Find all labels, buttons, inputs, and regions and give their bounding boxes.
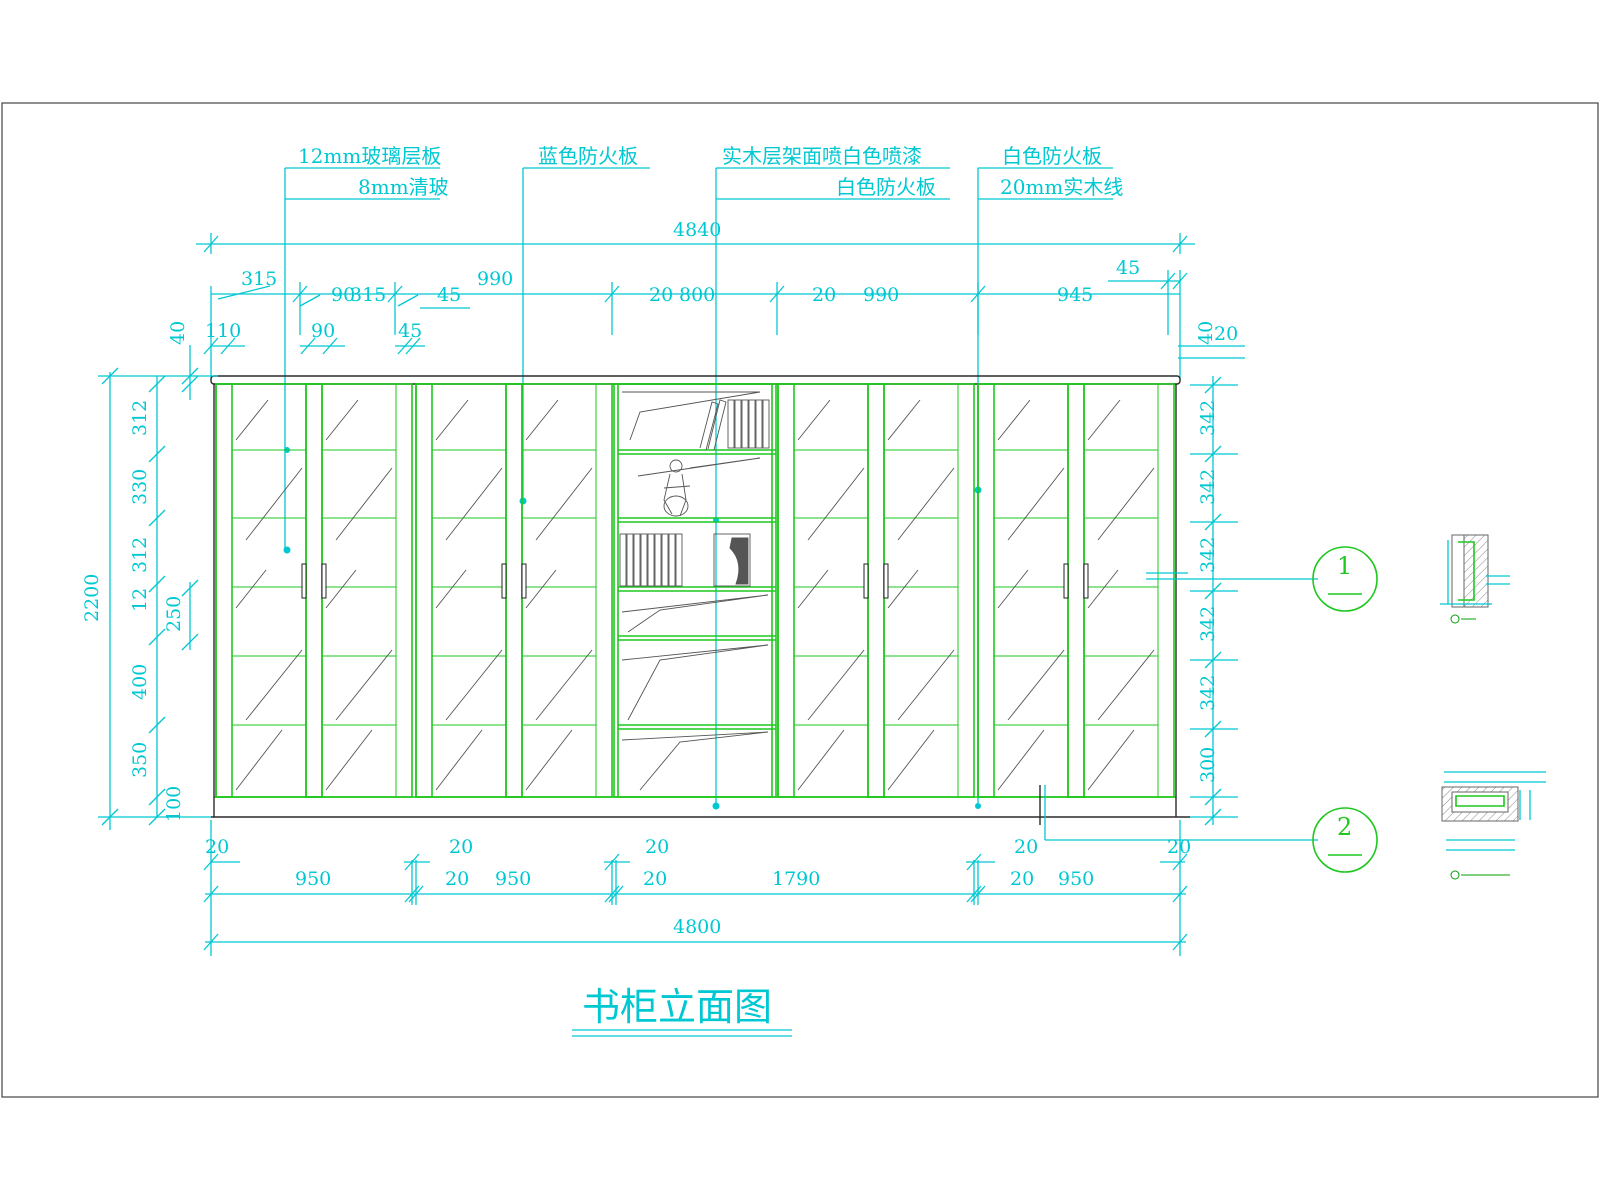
dim-90-b: 90 [311, 320, 335, 342]
dim-overall-width-bottom: 4800 [673, 916, 721, 938]
dim-bottom-950-a: 950 [295, 868, 331, 890]
callout-blue-board: 蓝色防火板 [538, 144, 638, 168]
glass-door-4-1 [993, 383, 1069, 798]
callout-wood-trim: 20mm实木线 [1000, 175, 1123, 199]
dim-right-342-b: 342 [1197, 469, 1219, 505]
door-handle [521, 563, 527, 599]
dim-990-b: 990 [863, 284, 899, 306]
dim-bottom-20-c: 20 [645, 836, 669, 858]
cabinet-units [215, 383, 1175, 798]
dim-left-250: 250 [163, 596, 185, 632]
dim-45-a: 45 [437, 284, 461, 306]
door-handle [321, 563, 327, 599]
dim-40-left: 40 [167, 321, 189, 345]
glass-door-1-1 [231, 383, 307, 798]
glass-door-2-1 [431, 383, 507, 798]
detail-section-1 [1440, 534, 1510, 624]
dim-left-350: 350 [129, 742, 151, 778]
dim-bottom-20-a: 20 [205, 836, 229, 858]
dim-bottom-20-f: 20 [445, 868, 469, 890]
sheet-border [1, 102, 1599, 1098]
cabinet-unit-4 [977, 383, 1175, 798]
glass-door-3-1 [793, 383, 869, 798]
cabinet-unit-2 [415, 383, 613, 798]
dim-315-b: 315 [350, 284, 386, 306]
dim-20-right: 20 [1214, 323, 1238, 345]
dim-90-a: 90 [331, 284, 355, 306]
books-middle-shelf [619, 533, 751, 587]
cabinet-unit-1 [215, 383, 413, 798]
dim-overall-height: 2200 [81, 574, 103, 622]
dim-overall-width-top: 4840 [673, 219, 721, 241]
dim-110: 110 [205, 320, 241, 342]
top-dimensions: 4840 315 90 315 45 990 20 800 20 990 945… [167, 219, 1245, 380]
dim-left-312-b: 312 [129, 537, 151, 573]
dim-left-312-a: 312 [129, 400, 151, 436]
dim-bottom-20-d: 20 [1014, 836, 1038, 858]
section-bubble-1: 1 [1337, 552, 1352, 580]
section-bubbles: 1 2 [1039, 546, 1378, 873]
figurine [663, 459, 691, 517]
door-handle [883, 563, 889, 599]
detail-section-2 [1441, 771, 1546, 880]
dim-right-342-c: 342 [1197, 537, 1219, 573]
dim-bottom-20-h: 20 [1010, 868, 1034, 890]
dim-left-12: 12 [129, 588, 151, 612]
dim-bottom-20-g: 20 [643, 868, 667, 890]
glass-door-2-2 [521, 383, 597, 798]
dim-bottom-20-b: 20 [449, 836, 473, 858]
door-handle [1083, 563, 1089, 599]
door-handle [301, 563, 307, 599]
dim-right-342-a: 342 [1197, 400, 1219, 436]
dim-right-342-d: 342 [1197, 606, 1219, 642]
door-handle [501, 563, 507, 599]
dim-left-100: 100 [163, 786, 185, 822]
door-handle [863, 563, 869, 599]
cabinet-unit-3 [777, 383, 975, 798]
dim-20-b: 20 [812, 284, 836, 306]
dim-right-342-e: 342 [1197, 675, 1219, 711]
dim-left-400: 400 [129, 664, 151, 700]
right-dimensions: 342 342 342 342 342 300 [1190, 376, 1238, 826]
callout-white-board-2: 白色防火板 [1002, 144, 1102, 168]
dim-945: 945 [1057, 284, 1093, 306]
dim-990-a: 990 [477, 268, 513, 290]
dim-left-330: 330 [129, 469, 151, 505]
glass-door-3-2 [883, 383, 959, 798]
dim-40-right: 40 [1195, 321, 1217, 345]
glass-door-4-2 [1083, 383, 1159, 798]
open-shelf-section [613, 383, 777, 798]
drawing-title-block: 书柜立面图 [572, 985, 792, 1037]
dim-bottom-20-e: 20 [1167, 836, 1191, 858]
left-dimensions: 2200 312 330 312 12 250 400 350 100 [81, 345, 218, 830]
callout-white-board: 白色防火板 [836, 175, 936, 199]
callout-clear-glass: 8mm清玻 [358, 175, 449, 199]
dim-20-a: 20 [649, 284, 673, 306]
dim-315-a: 315 [241, 268, 277, 290]
callout-wood-shelf: 实木层架面喷白色喷漆 [722, 144, 922, 168]
dim-800: 800 [679, 284, 715, 306]
dim-right-300: 300 [1197, 747, 1219, 783]
dim-bottom-950-b: 950 [495, 868, 531, 890]
glass-door-1-2 [321, 383, 397, 798]
bottom-dimensions: 20 20 20 20 20 950 20 950 20 1790 20 950… [203, 820, 1191, 956]
dim-bottom-1790: 1790 [772, 868, 820, 890]
books-top-shelf [699, 399, 770, 451]
bookcase [210, 375, 1190, 818]
door-handle [1063, 563, 1069, 599]
dim-bottom-950-c: 950 [1058, 868, 1094, 890]
dim-45-b: 45 [1116, 257, 1140, 279]
callouts: 12mm玻璃层板 8mm清玻 蓝色防火板 实木层架面喷白色喷漆 白色防火板 白色… [283, 144, 1123, 810]
section-bubble-2: 2 [1337, 813, 1352, 841]
dim-45-c: 45 [398, 320, 422, 342]
callout-glass-shelf: 12mm玻璃层板 [298, 144, 441, 168]
drawing-title: 书柜立面图 [582, 985, 772, 1029]
